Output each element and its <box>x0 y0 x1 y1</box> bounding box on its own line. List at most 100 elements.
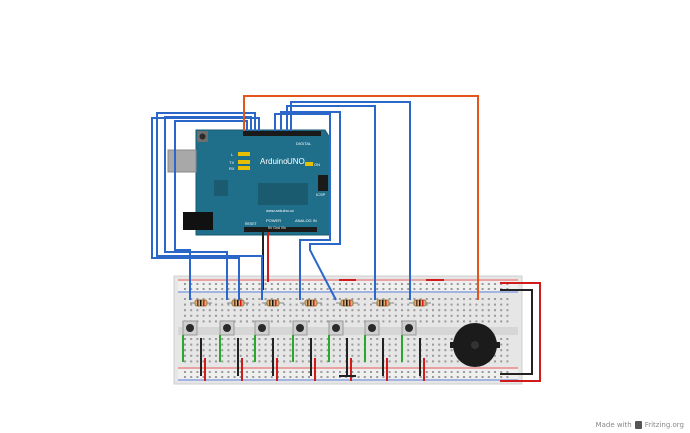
breadboard-hole <box>339 283 341 285</box>
breadboard-hole <box>308 288 310 290</box>
reset-label: RESET <box>245 222 258 226</box>
breadboard-hole <box>425 354 428 357</box>
breadboard-hole <box>208 283 211 285</box>
breadboard-hole <box>314 343 317 346</box>
fritzing-logo-icon <box>634 421 642 429</box>
breadboard-hole <box>376 338 379 340</box>
breadboard-hole <box>196 314 199 317</box>
breadboard-hole <box>227 354 230 357</box>
breadboard-hole <box>407 288 410 290</box>
breadboard-hole <box>308 314 310 317</box>
breadboard-hole <box>301 349 304 352</box>
red-power-wire <box>500 282 541 382</box>
breadboard-hole <box>239 349 242 352</box>
breadboard-hole <box>481 309 484 312</box>
breadboard-hole <box>202 371 205 373</box>
resistor-band <box>272 300 274 306</box>
breadboard-hole <box>239 376 242 378</box>
breadboard-hole <box>345 320 348 323</box>
breadboard-hole <box>289 303 292 306</box>
breadboard-hole <box>382 283 385 285</box>
breadboard-hole <box>270 343 273 346</box>
breadboard-hole <box>301 288 304 290</box>
breadboard-hole <box>239 320 242 323</box>
breadboard-hole <box>301 338 304 340</box>
breadboard-hole <box>357 376 360 378</box>
breadboard-hole <box>314 314 317 317</box>
breadboard-hole <box>413 314 416 317</box>
breadboard-hole <box>370 298 372 300</box>
breadboard-hole <box>425 343 428 346</box>
breadboard-hole <box>246 338 248 340</box>
breadboard-hole <box>394 371 397 373</box>
breadboard-hole <box>314 338 317 340</box>
breadboard-hole <box>475 288 478 290</box>
breadboard-hole <box>500 360 503 363</box>
breadboard-hole <box>487 371 490 373</box>
breadboard-hole <box>215 320 217 323</box>
breadboard-hole <box>270 349 273 352</box>
breadboard-hole <box>481 298 484 300</box>
breadboard-hole <box>252 338 255 340</box>
breadboard-hole <box>432 283 434 285</box>
breadboard-hole <box>202 354 205 357</box>
breadboard-hole <box>444 343 447 346</box>
breadboard-hole <box>444 320 447 323</box>
led-tx <box>238 160 250 164</box>
breadboard-hole <box>419 376 422 378</box>
made-with-label: Made with <box>595 421 632 429</box>
blue-signal-wire <box>280 111 341 301</box>
breadboard-hole <box>326 298 329 300</box>
breadboard-hole <box>407 360 410 363</box>
breadboard-hole <box>264 376 267 378</box>
breadboard-hole <box>407 354 410 357</box>
breadboard-hole <box>388 303 391 306</box>
breadboard-hole <box>357 288 360 290</box>
breadboard-hole <box>295 314 298 317</box>
breadboard-hole <box>425 303 428 306</box>
breadboard-hole <box>215 360 217 363</box>
breadboard-hole <box>351 371 354 373</box>
pushbutton-cap <box>296 324 304 332</box>
breadboard-hole <box>394 283 397 285</box>
breadboard-hole <box>289 314 292 317</box>
breadboard-hole <box>450 349 453 352</box>
icsp-header <box>318 175 328 191</box>
led-rx <box>238 166 250 170</box>
breadboard-hole <box>463 283 465 285</box>
breadboard-hole <box>233 371 236 373</box>
breadboard-hole <box>202 349 205 352</box>
breadboard-hole <box>246 371 248 373</box>
orange-buzzer-wire <box>243 95 479 300</box>
breadboard-hole <box>196 360 199 363</box>
breadboard-hole <box>388 354 391 357</box>
resistor-band <box>275 300 277 306</box>
breadboard-hole <box>425 288 428 290</box>
breadboard-hole <box>264 349 267 352</box>
breadboard-hole <box>264 303 267 306</box>
breadboard-hole <box>475 309 478 312</box>
breadboard-hole <box>506 360 509 363</box>
breadboard-hole <box>401 298 403 300</box>
resistor-band <box>385 300 387 306</box>
breadboard-hole <box>394 303 397 306</box>
breadboard-hole <box>469 314 472 317</box>
breadboard-hole <box>469 303 472 306</box>
breadboard-hole <box>388 314 391 317</box>
power-label: POWER <box>266 218 281 223</box>
breadboard-hole <box>270 298 273 300</box>
resistor-band <box>382 300 384 306</box>
breadboard-hole <box>370 288 372 290</box>
breadboard-hole <box>345 298 348 300</box>
breadboard-hole <box>326 343 329 346</box>
breadboard-hole <box>339 354 341 357</box>
breadboard-hole <box>357 309 360 312</box>
breadboard-hole <box>432 343 434 346</box>
breadboard-hole <box>320 371 323 373</box>
breadboard-hole <box>332 354 335 357</box>
jumper-group <box>182 279 541 382</box>
breadboard-hole <box>301 343 304 346</box>
breadboard-hole <box>450 303 453 306</box>
breadboard-hole <box>314 349 317 352</box>
